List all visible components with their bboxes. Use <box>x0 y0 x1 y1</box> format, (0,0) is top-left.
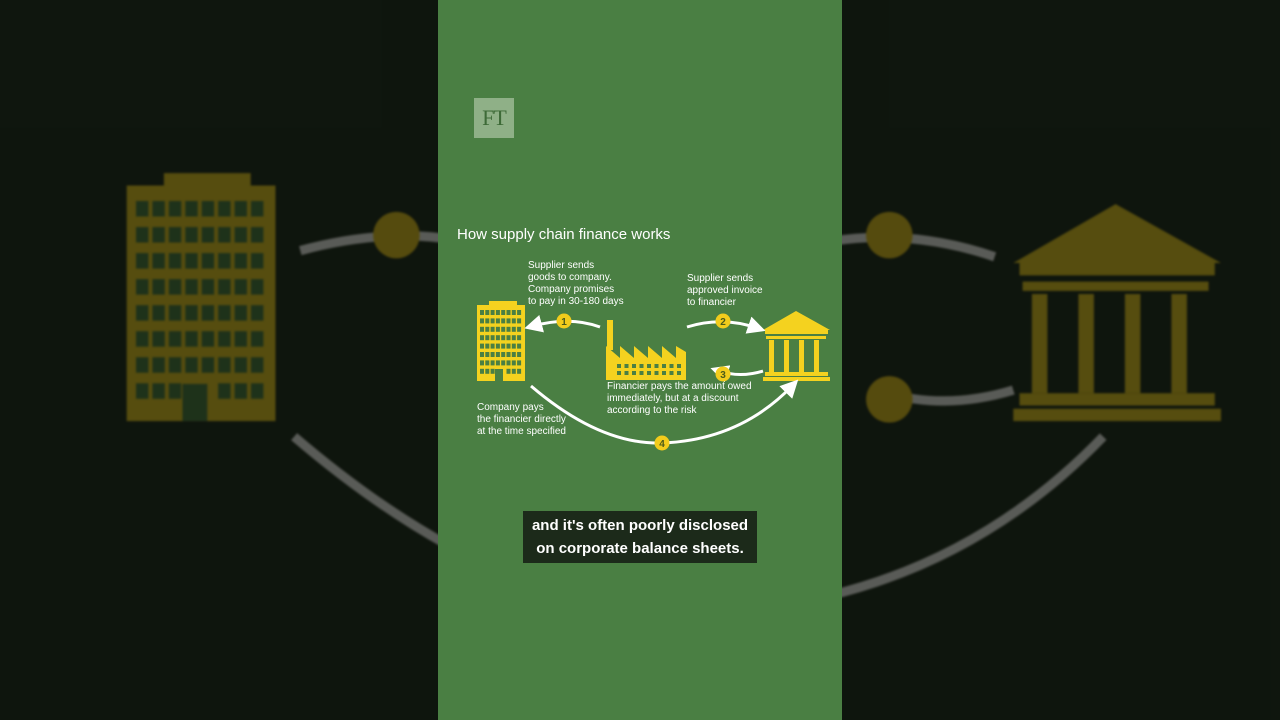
step-badges <box>556 313 731 451</box>
step-1-number: 1 <box>561 317 567 328</box>
step-4-number: 4 <box>659 439 665 450</box>
ft-logo: FT <box>474 98 514 138</box>
supplier-factory-icon <box>606 320 686 380</box>
step-3-number: 3 <box>720 370 726 381</box>
financier-bank-icon <box>763 311 830 381</box>
company-building-icon <box>477 301 525 381</box>
infographic-title: How supply chain finance works <box>457 226 671 243</box>
step-2-number: 2 <box>720 317 726 328</box>
